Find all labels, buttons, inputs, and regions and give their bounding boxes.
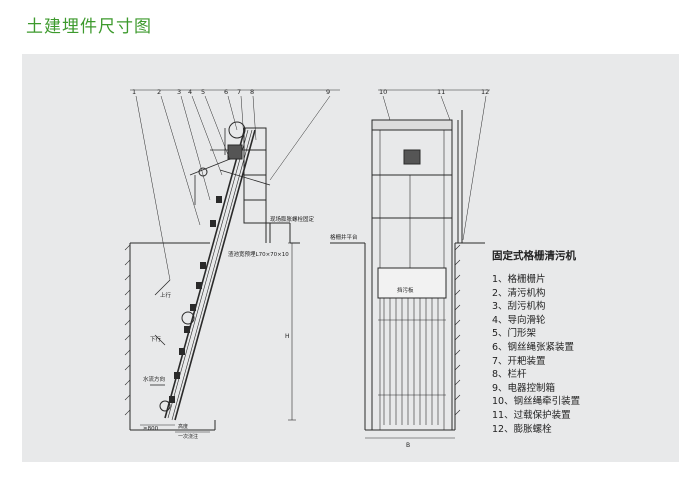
- legend-item: 1、格栅栅片: [492, 274, 546, 285]
- callout-11: 11: [437, 88, 445, 96]
- label-down-travel: 下行: [150, 335, 162, 343]
- legend-item: 6、钢丝绳张紧装置: [492, 341, 575, 353]
- legend-item: 10、钢丝绳牵引装置: [492, 396, 581, 408]
- dim-bottom: ≥800: [143, 426, 159, 432]
- legend-item: 11、过载保护装置: [492, 409, 571, 421]
- callout-9: 9: [326, 88, 330, 96]
- dim-step-pour: 一次浇注: [178, 433, 198, 440]
- callout-7: 7: [237, 88, 241, 96]
- callout-10: 10: [379, 88, 387, 96]
- drawing-panel: [22, 54, 679, 462]
- callout-12: 12: [481, 88, 489, 96]
- legend-item: 2、清污机构: [492, 287, 546, 299]
- grating-rail-front: [164, 127, 246, 419]
- side-view: [124, 89, 340, 433]
- callout-8: 8: [250, 88, 254, 96]
- note-channel-embed: 渣池宽预埋L70×70×10: [228, 250, 289, 258]
- label-up-travel: 上行: [160, 291, 172, 299]
- front-view: [330, 89, 490, 439]
- legend-item: 9、电器控制箱: [492, 382, 556, 394]
- parts-legend: 固定式格栅清污机 1、格栅栅片 2、清污机构 3、刮污机构 4、导向滑轮 5、门…: [492, 248, 672, 436]
- callout-5: 5: [201, 88, 205, 96]
- legend-item: 5、门形架: [492, 328, 537, 340]
- dim-b: B: [406, 442, 410, 449]
- label-baffle-plate: 挡污板: [397, 286, 414, 294]
- dim-step-height: 高度: [178, 423, 188, 430]
- legend-item: 3、刮污机构: [492, 301, 546, 313]
- legend-title: 固定式格栅清污机: [492, 250, 576, 262]
- legend-item: 8、栏杆: [492, 369, 527, 381]
- side-view-labels: 1 2 3 4 5 6 7 8 9 现场膨胀螺栓固定 渣池宽预埋L70×70×1…: [132, 88, 330, 440]
- label-flow-direction: 水流方向: [143, 375, 165, 383]
- dim-h: H: [285, 333, 290, 340]
- front-view-labels: 10 11 12 格栅井平台 挡污板 B: [330, 88, 489, 449]
- legend-item: 4、导向滑轮: [492, 314, 546, 326]
- label-platform: 格栅井平台: [330, 233, 358, 241]
- legend-item: 12、膨胀螺栓: [492, 423, 552, 435]
- callout-6: 6: [224, 88, 228, 96]
- callout-4: 4: [188, 88, 192, 96]
- grating-rail-back: [174, 129, 256, 421]
- note-anchor-bolts: 现场膨胀螺栓固定: [270, 215, 315, 223]
- callout-1: 1: [132, 88, 136, 96]
- legend-item: 7、开耙装置: [492, 355, 546, 367]
- page-title: 土建埋件尺寸图: [26, 17, 152, 37]
- callout-3: 3: [177, 88, 181, 96]
- callout-2: 2: [157, 88, 161, 96]
